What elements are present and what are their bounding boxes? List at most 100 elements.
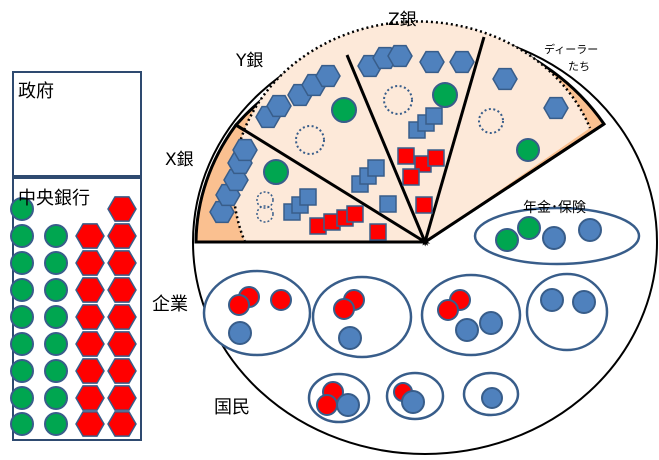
government-bond-hexagon-icon [107,277,137,303]
dotted-circle-icon [295,125,325,155]
x-bank-label: X銀 [165,150,194,170]
bond-hexagon-icon [232,138,258,162]
reserve-circle-icon [44,359,68,383]
deposit-circle-icon [228,321,252,345]
government-bond-hexagon-icon [75,358,105,384]
dotted-circle-icon [383,85,413,115]
dotted-circle-icon [478,108,504,134]
reserve-circle-icon [517,216,541,240]
dotted-circle-icon [256,205,274,223]
reserve-circle-icon [10,359,34,383]
company-group [420,273,522,357]
government-bond-hexagon-icon [75,304,105,330]
bond-circle-icon [437,299,459,321]
deposit-circle-icon [338,326,362,350]
y-bank-label: Y銀 [235,51,263,71]
government-bond-hexagon-icon [75,331,105,357]
reserve-circle-icon [44,412,68,436]
bond-circle-icon [333,298,355,320]
reserve-circle-icon [10,305,34,329]
government-bond-square-icon [369,223,387,241]
reserve-circle-icon [10,197,34,221]
sector-inner-dotted-arc [232,20,592,243]
government-bond-hexagon-icon [75,223,105,249]
company-group [202,269,312,357]
reserve-circle-icon [10,251,34,275]
reserve-circle-icon [10,224,34,248]
people-tokens [228,216,602,417]
deposit-circle-icon [540,288,564,312]
bond-circle-icon [316,394,338,416]
bond-hexagon-icon [449,50,475,74]
central-bank-tokens [10,196,137,437]
reserve-circle-icon [44,332,68,356]
deposit-circle-icon [479,311,503,335]
bond-hexagon-icon [315,64,341,88]
dotted-circle-icon [256,191,274,209]
citizens-label: 国民 [214,397,250,418]
loan-square-icon [379,195,397,213]
government-bond-hexagon-icon [75,385,105,411]
government-bond-hexagon-icon [107,358,137,384]
reserve-circle-icon [331,97,357,123]
deposit-circle-icon [336,393,360,417]
central-bank-label: 中央銀行 [18,188,90,209]
government-bond-square-icon [346,205,364,223]
reserve-circle-icon [44,305,68,329]
bond-hexagon-icon [419,50,445,74]
bond-hexagon-icon [387,44,413,68]
reserve-circle-icon [44,251,68,275]
bank-tokens [209,44,569,241]
bond-hexagon-icon [492,67,518,91]
government-bond-hexagon-icon [75,411,105,437]
company-group [525,272,609,352]
z-bank-label: Z銀 [388,10,417,30]
government-bond-hexagon-icon [107,385,137,411]
loan-square-icon [367,159,385,177]
government-bond-hexagon-icon [107,223,137,249]
government-bond-hexagon-icon [107,411,137,437]
government-bond-hexagon-icon [75,277,105,303]
central-bank-box: 中央銀行 [10,177,142,441]
reserve-circle-icon [263,159,289,185]
reserve-circle-icon [44,278,68,302]
government-bond-square-icon [402,168,420,186]
government-bond-square-icon [415,196,433,214]
reserve-circle-icon [10,332,34,356]
government-bond-square-icon [397,147,415,165]
bond-circle-icon [270,289,292,311]
company-group [311,275,413,359]
loan-square-icon [425,107,443,125]
reserve-circle-icon [44,386,68,410]
government-bond-square-icon [427,149,445,167]
deposit-circle-icon [455,318,479,342]
reserve-circle-icon [10,386,34,410]
government-label: 政府 [18,81,54,102]
reserve-circle-icon [10,278,34,302]
deposit-circle-icon [578,218,602,242]
bond-hexagon-icon [543,96,569,120]
deposit-circle-icon [542,226,566,250]
loan-square-icon [299,188,317,206]
reserve-circle-icon [10,412,34,436]
government-bond-hexagon-icon [107,304,137,330]
reserve-circle-icon [44,224,68,248]
deposit-circle-icon [401,390,425,414]
deposit-circle-icon [572,290,596,314]
pension-insurance-label: 年金･保険 [523,200,586,216]
dealers-label-line1: ディーラー [544,42,598,56]
government-bond-hexagon-icon [75,250,105,276]
government-box: 政府 [12,71,142,177]
companies-label: 企業 [152,294,188,315]
bond-circle-icon [228,294,250,316]
reserve-circle-icon [432,82,458,108]
government-bond-hexagon-icon [107,196,137,222]
reserve-circle-icon [516,138,540,162]
dealers-label-line2: たち [568,60,590,73]
government-bond-hexagon-icon [107,331,137,357]
government-bond-hexagon-icon [107,250,137,276]
bond-hexagon-icon [266,94,292,118]
reserve-circle-icon [495,228,519,252]
deposit-circle-icon [481,387,503,409]
